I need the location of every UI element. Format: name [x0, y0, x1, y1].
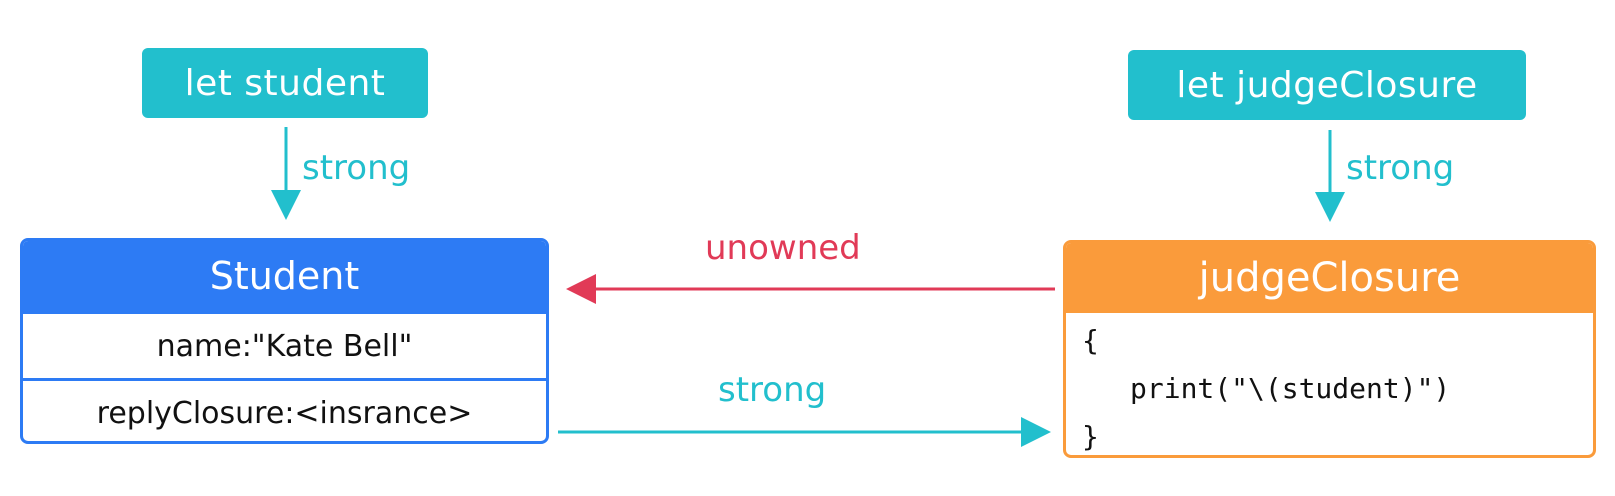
student-reply-closure-field: replyClosure:<insrance> — [23, 378, 546, 441]
student-variable-label: let student — [184, 62, 386, 104]
code-print-line: print("\(student)") — [1130, 372, 1451, 405]
student-name-field: name:"Kate Bell" — [156, 328, 413, 364]
unowned-label: unowned — [705, 228, 861, 268]
student-variable: let student — [142, 48, 428, 118]
closure-strong-label: strong — [1346, 148, 1455, 188]
judge-closure-box: judgeClosure { print("\(student)") } — [1063, 240, 1596, 458]
student-class-title: Student — [23, 241, 546, 314]
student-strong-label: strong — [302, 148, 411, 188]
code-open-brace: { — [1082, 324, 1099, 357]
judge-closure-title: judgeClosure — [1066, 243, 1593, 313]
judge-closure-code: { print("\(student)") } — [1066, 313, 1593, 453]
reply-strong-label: strong — [718, 370, 827, 410]
student-class-box: Student name:"Kate Bell" replyClosure:<i… — [20, 238, 549, 444]
judge-closure-variable: let judgeClosure — [1128, 50, 1526, 120]
code-close-brace: } — [1082, 420, 1099, 453]
judge-closure-variable-label: let judgeClosure — [1176, 64, 1478, 106]
